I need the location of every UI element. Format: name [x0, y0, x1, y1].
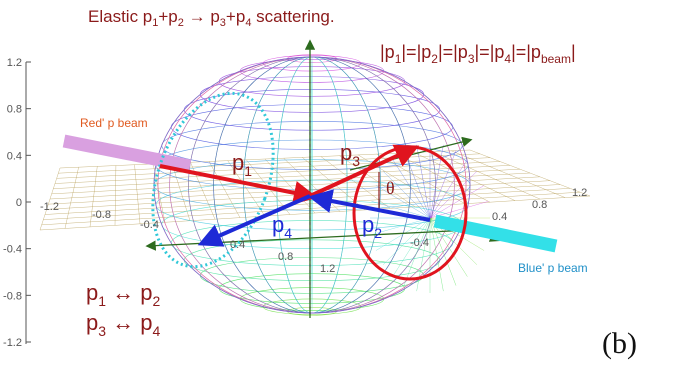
vertical-axis-tick-label: -1.2 [3, 337, 22, 349]
panel-label: (b) [602, 327, 637, 360]
wireframe-ellipsoid [153, 54, 490, 316]
vertical-axis-tick-label: 1.2 [7, 57, 22, 69]
latitude-line [262, 298, 362, 315]
blue-beam-label: Blue' p beam [518, 261, 588, 275]
pole-spoke [429, 159, 468, 219]
floor-tick-label: 0.4 [230, 239, 245, 251]
vertical-axis-tick-label: 0.4 [7, 150, 22, 162]
vertical-axis: 1.2 0.8 0.4 0 -0.4 -0.8 -1.2 [3, 57, 31, 349]
label-p1: p1 [232, 150, 252, 179]
floor-grid-line [39, 195, 591, 231]
latitude-line [161, 121, 463, 170]
vertical-axis-tick-label: 0 [16, 197, 22, 209]
floor-tick-label: 0.4 [492, 211, 507, 223]
floor-tick-label: -0.8 [92, 209, 111, 221]
pole-spoke [429, 185, 485, 219]
floor-tick-label: 1.2 [572, 187, 587, 199]
red-beam [62, 134, 192, 173]
pole-spoke [382, 171, 431, 219]
vertical-axis-tick-label: -0.4 [3, 244, 22, 256]
beams [62, 134, 558, 253]
relation-p3-p4: p3 ↔ p4 [86, 310, 161, 339]
latitude-line [170, 104, 454, 150]
pole-spoke [392, 217, 431, 277]
pole-spoke [429, 217, 457, 286]
label-p2: p2 [362, 212, 382, 241]
latitude-line [155, 179, 469, 231]
pole-spoke [429, 201, 489, 219]
vertical-axis-tick-label: 0.8 [7, 104, 22, 116]
theta-label: θ [386, 178, 395, 198]
floor-grid-line [54, 161, 501, 184]
floor-tick-label: -1.2 [40, 201, 59, 213]
floor-tick-label: 1.2 [320, 263, 335, 275]
pole-spoke [403, 217, 431, 286]
floor-grid-line [49, 172, 531, 200]
floor-grid-line [43, 188, 571, 220]
red-beam-label: Red' p beam [80, 116, 148, 130]
floor-grid-line [56, 157, 491, 179]
pole-spoke [429, 150, 457, 219]
label-p4: p4 [272, 212, 292, 241]
p1-arrow [159, 164, 318, 205]
p3-arrow [309, 144, 420, 198]
pole-spoke [375, 217, 431, 251]
blue-beam [433, 214, 558, 253]
vertical-axis-tick-label: -0.8 [3, 290, 22, 302]
floor-grid-line [53, 165, 511, 189]
pole-spoke [392, 159, 431, 219]
floor-tick-label: 0.8 [532, 199, 547, 211]
pole-spoke [429, 171, 478, 219]
pole-spoke [382, 217, 431, 265]
momentum-equality: |p1|=|p2|=|p3|=|p4|=|pbeam| [380, 42, 576, 66]
pole-spoke [371, 217, 431, 235]
relation-p1-p2: p1 ↔ p2 [86, 280, 161, 309]
label-p3: p3 [340, 140, 360, 169]
floor-tick-labels: -1.2 -0.8 -0.4 0.4 0.8 1.2 1.2 0.8 0.4 -0.4 [40, 187, 587, 275]
floor-tick-label: -0.4 [410, 237, 429, 249]
p2-arrow [308, 189, 431, 222]
momentum-arrows [159, 144, 431, 247]
diagram-title: Elastic p1+p2 → p3+p4 scattering. [88, 7, 335, 29]
p4-arrow [197, 194, 311, 247]
pole-spoke [375, 185, 431, 219]
floor-tick-label: -0.4 [140, 219, 159, 231]
pole-spoke [371, 201, 431, 219]
floor-grid-line [51, 168, 521, 195]
cyan-ring [151, 91, 275, 269]
pole-spoke [429, 217, 444, 292]
floor-tick-label: 0.8 [278, 251, 293, 263]
